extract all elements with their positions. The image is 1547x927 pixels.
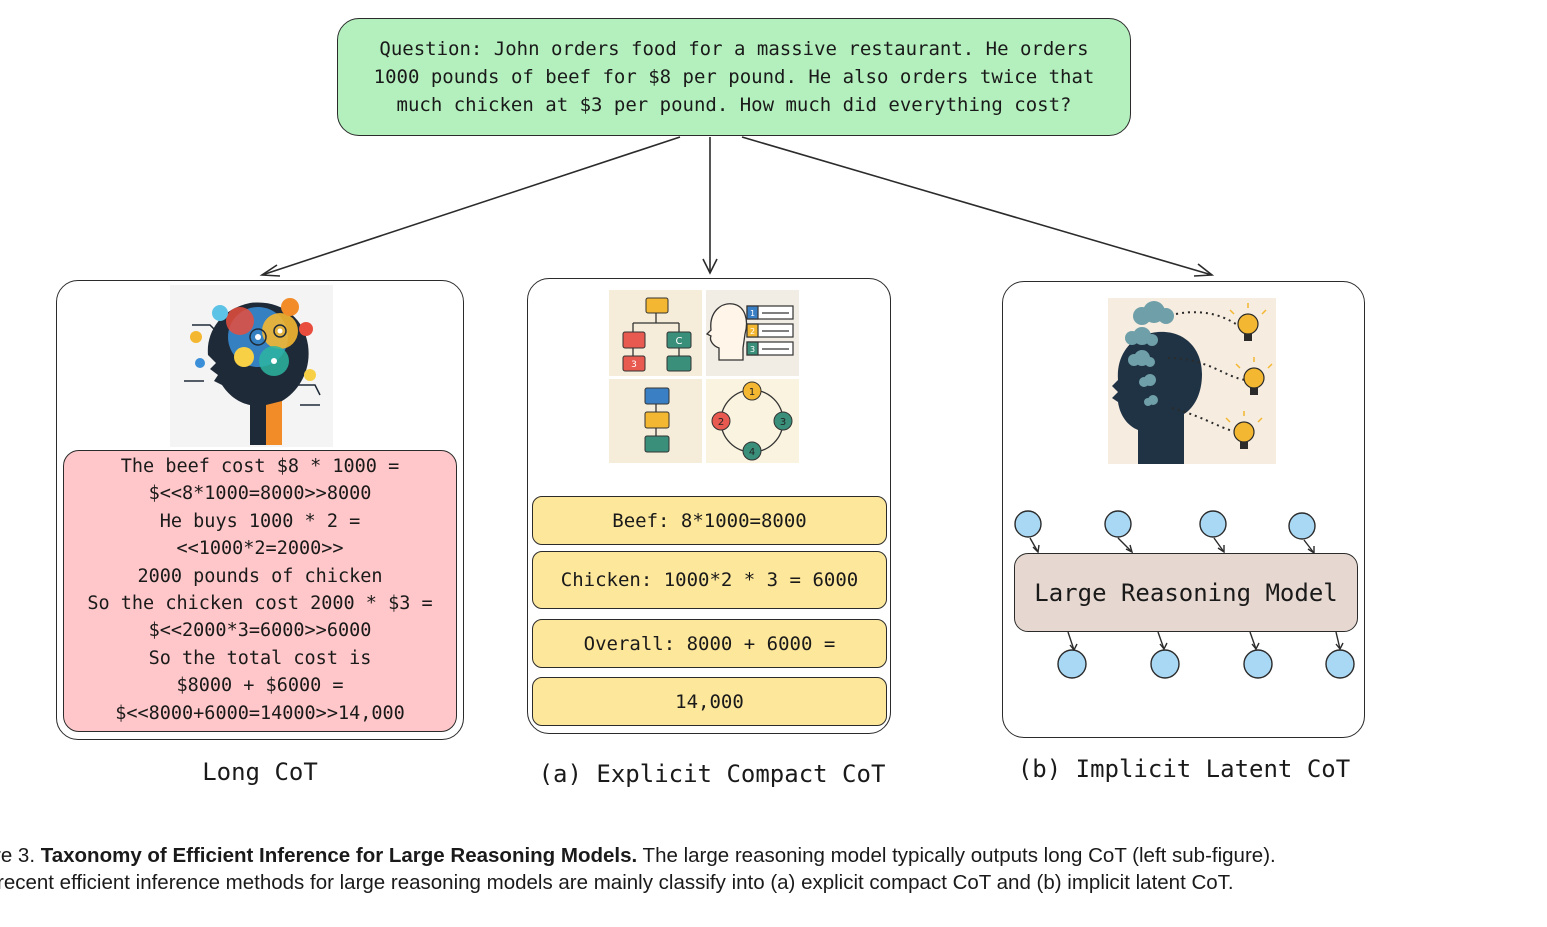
long-cot-line: So the total cost is — [148, 647, 372, 669]
list-number: 1 — [750, 309, 755, 318]
question-line: 1000 pounds of beef for $8 per pound. He… — [373, 66, 1095, 88]
latent-cot-label: (b) Implicit Latent CoT — [1017, 755, 1351, 783]
cycle-number: 4 — [749, 447, 755, 458]
latent-input-node — [1288, 512, 1316, 540]
question-box: Question: John orders food for a massive… — [337, 18, 1131, 136]
large-reasoning-model-box: Large Reasoning Model — [1014, 553, 1358, 632]
flowchart-number: 3 — [631, 360, 637, 370]
compact-step-chicken: Chicken: 1000*2 * 3 = 6000 — [532, 551, 887, 609]
long-cot-line: $<<8*1000=8000>>8000 — [148, 483, 372, 505]
long-cot-label: Long CoT — [202, 758, 318, 786]
long-cot-line: <<1000*2=2000>> — [176, 538, 344, 560]
compact-step-beef: Beef: 8*1000=8000 — [532, 496, 887, 545]
figure-caption: re 3. Taxonomy of Efficient Inference fo… — [0, 842, 1547, 896]
arrow-to-long-cot — [261, 136, 681, 276]
latent-input-node — [1199, 510, 1227, 538]
flowchart-letter: C — [676, 336, 683, 347]
question-line: much chicken at $3 per pound. How much d… — [396, 94, 1072, 116]
latent-output-node — [1057, 649, 1087, 679]
caption-prefix: re 3. — [0, 844, 36, 867]
list-number: 3 — [750, 345, 755, 354]
latent-input-node — [1104, 510, 1132, 538]
caption-line-2: recent efficient inference methods for l… — [0, 871, 1234, 894]
compact-step-overall: Overall: 8000 + 6000 = — [532, 619, 887, 668]
long-cot-line: $<<2000*3=6000>>6000 — [148, 620, 372, 642]
cycle-number: 1 — [749, 387, 755, 398]
long-cot-line: $8000 + $6000 = — [176, 675, 344, 697]
structured-reasoning-icons: C 3 1 2 3 1 2 3 4 — [609, 290, 799, 463]
latent-output-node — [1325, 649, 1355, 679]
question-line: Question: John orders food for a massive… — [379, 38, 1089, 60]
colorful-brain-head-illustration — [170, 285, 333, 447]
arrow-to-latent-cot — [741, 136, 1213, 276]
latent-output-node — [1150, 649, 1180, 679]
caption-bold-title: Taxonomy of Efficient Inference for Larg… — [40, 844, 638, 867]
cycle-number: 3 — [780, 417, 786, 428]
long-cot-line: So the chicken cost 2000 * $3 = — [87, 593, 433, 615]
long-cot-line: The beef cost $8 * 1000 = — [120, 456, 400, 477]
cycle-number: 2 — [718, 417, 724, 428]
caption-rest: The large reasoning model typically outp… — [637, 844, 1276, 867]
list-number: 2 — [750, 327, 755, 336]
latent-input-node — [1014, 510, 1042, 538]
long-cot-line: He buys 1000 * 2 = — [159, 510, 361, 532]
latent-output-node — [1243, 649, 1273, 679]
compact-step-result: 14,000 — [532, 677, 887, 726]
latent-token-diagram — [1014, 510, 1355, 679]
long-cot-text-box: The beef cost $8 * 1000 = $<<8*1000=8000… — [63, 450, 457, 732]
thinking-head-lightbulbs-illustration — [1108, 298, 1276, 464]
long-cot-line: 2000 pounds of chicken — [137, 565, 383, 587]
compact-cot-label: (a) Explicit Compact CoT — [538, 760, 886, 788]
long-cot-line: $<<8000+6000=14000>>14,000 — [115, 702, 405, 724]
